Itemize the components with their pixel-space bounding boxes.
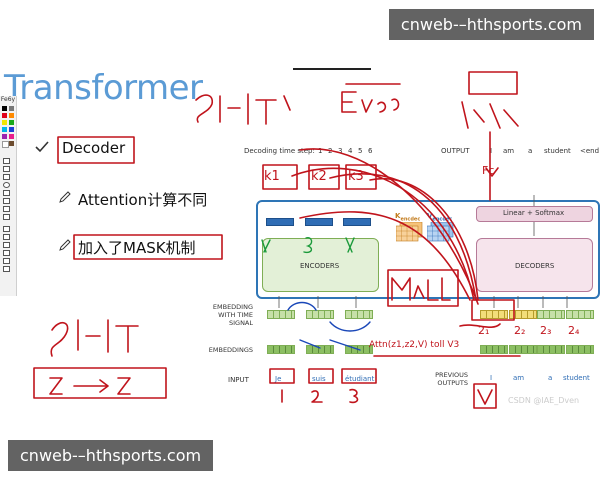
clear-icon[interactable] [3,242,10,248]
line-tool-icon[interactable] [3,166,10,172]
v-encdec-label: Vencdec [427,212,453,223]
output-word: <end [580,147,600,155]
input-word: étudiant [345,375,375,383]
time-embedding-cell [509,310,537,319]
linear-softmax-label: Linear + Softmax [503,209,565,217]
slide-title: Transformer [4,68,203,108]
color-swatch-black[interactable] [2,106,7,111]
output-word: I [490,147,493,155]
save-icon[interactable] [3,250,10,256]
output-word: student [544,147,571,155]
encoder-output-vector [305,218,333,226]
input-label: INPUT [228,376,249,384]
embeddings-label: EMBEDDINGS [208,346,253,354]
time-embedding-cell [306,310,334,319]
color-swatch-blue[interactable] [9,127,14,132]
color-swatch-orange[interactable] [9,113,14,118]
highlighter-tool-icon[interactable] [3,214,10,220]
toolbar-label: Fe6y [0,96,16,103]
decoding-time-step-label: Decoding time step: [244,147,315,155]
anno-val: 2₄ [568,324,580,337]
color-swatch-red[interactable] [2,113,7,118]
anno-val: 2₃ [540,324,552,337]
previous-output-word: am [513,374,525,382]
decoders-block [476,238,593,292]
time-step-current: 5 [358,147,363,155]
redo-icon[interactable] [3,234,10,240]
arrow-tool-icon[interactable] [3,190,10,196]
encoder-output-vector [343,218,371,226]
embedding-cell [537,345,565,354]
csdn-credit: CSDN @IAE_Dven [508,396,580,405]
annotation-toolbar[interactable]: Fe6y [0,96,17,296]
encoders-label: ENCODERS [300,262,340,270]
time-embedding-cell [566,310,594,319]
watermark-bottom: cnweb-–hthsports.com [8,440,214,471]
anno-k3: k3 [348,169,364,184]
time-embedding-cell [267,310,295,319]
text-tool-icon[interactable] [3,198,10,204]
close-icon[interactable] [3,266,10,272]
rect-tool-icon[interactable] [3,174,10,180]
color-swatch-yellow[interactable] [2,120,7,125]
pencil-icon [59,239,71,251]
embedding-cell [306,345,334,354]
color-swatch-purple[interactable] [2,134,7,139]
previous-output-word: student [563,374,590,382]
linear-softmax-block [476,206,593,222]
settings-icon[interactable] [3,258,10,264]
color-swatch-green[interactable] [9,120,14,125]
input-word: suis [312,375,326,383]
anno-val: 2₁ [478,324,490,337]
anno-k2: k2 [311,169,327,184]
bullet-attention: Attention计算不同 [78,191,208,209]
time-embedding-cell [480,310,508,319]
anno-equation: Attn(z1,z2,V) toll V3 [369,340,460,350]
embedding-cell [509,345,537,354]
anno-k1: k1 [264,169,280,184]
title-underline [293,68,371,70]
decoders-label: DECODERS [515,262,555,270]
time-embedding-cell [345,310,373,319]
time-step: 4 [348,147,353,155]
color-swatch-pink[interactable] [9,134,14,139]
embedding-cell [480,345,508,354]
diagram-arrows [278,195,568,308]
check-icon [35,141,49,153]
bullet-mask: 加入了MASK机制 [78,239,196,257]
ellipse-tool-icon[interactable] [3,182,10,188]
previous-output-word: a [548,374,553,382]
undo-icon[interactable] [3,226,10,232]
color-swatch-brown[interactable] [9,141,14,146]
pencil-icon [59,191,71,203]
color-swatch-cyan[interactable] [2,127,7,132]
output-word: a [528,147,533,155]
embedding-cell [566,345,594,354]
color-swatch-white[interactable] [2,141,9,148]
pen-tool-icon[interactable] [3,158,10,164]
previous-output-word: I [490,374,493,382]
embedding-cell [267,345,295,354]
watermark-top: cnweb-–hthsports.com [388,9,594,40]
time-step: 6 [368,147,373,155]
input-word: Je [275,375,282,383]
embedding-time-signal-label: EMBEDDING WITH TIME SIGNAL [212,303,253,327]
output-word: am [503,147,515,155]
bullet-decoder: Decoder [62,139,126,157]
color-swatch-gray[interactable] [9,106,14,111]
output-label: OUTPUT [441,147,470,155]
anno-fc: Fc [482,164,495,177]
eraser-tool-icon[interactable] [3,206,10,212]
previous-outputs-label: PREVIOUS OUTPUTS [435,371,468,387]
time-step: 1 [318,147,323,155]
encoders-block [262,238,379,292]
anno-val: 2₂ [514,324,526,337]
k-encdec-label: Kencdec [395,212,421,223]
time-step: 3 [338,147,343,155]
encoder-output-vector [266,218,294,226]
time-embedding-cell [537,310,565,319]
